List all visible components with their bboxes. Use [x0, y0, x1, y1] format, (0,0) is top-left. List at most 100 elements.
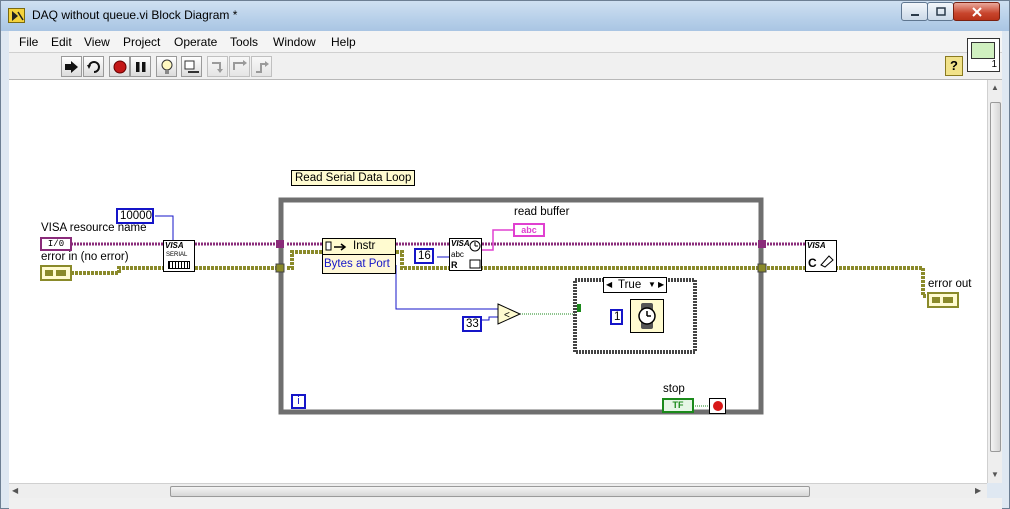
context-help-button[interactable]: ? [945, 56, 963, 76]
scroll-left-icon[interactable]: ◀ [12, 486, 19, 495]
wires-layer: < [71, 197, 927, 415]
timeout-constant[interactable]: 10000 [116, 208, 154, 224]
close-button[interactable] [953, 2, 1000, 21]
error-out-indicator[interactable] [927, 292, 959, 308]
highlight-execution-button[interactable] [156, 56, 177, 77]
wristwatch-icon [638, 303, 656, 329]
visa-read-r-label: R [451, 260, 458, 270]
vertical-scrollbar[interactable]: ▲ ▼ [987, 80, 1002, 483]
menu-operate[interactable]: Operate [174, 35, 218, 49]
step-over-icon [232, 59, 247, 70]
visa-read-abc-label: abc [451, 250, 464, 259]
title-bar: DAQ without queue.vi Block Diagram * [1, 1, 1009, 31]
visa-configure-serial-port-node[interactable]: VISA SERIAL [163, 240, 195, 272]
stop-if-true-icon [712, 401, 723, 411]
iteration-terminal[interactable]: i [291, 394, 306, 409]
close-icon [971, 6, 982, 17]
pause-icon [135, 61, 145, 72]
svg-text:<: < [504, 310, 510, 321]
run-continuously-button[interactable] [83, 56, 104, 77]
scroll-up-icon[interactable]: ▲ [991, 83, 999, 92]
abort-button[interactable] [109, 56, 130, 77]
menu-bar: File Edit View Project Operate Tools Win… [9, 31, 1002, 53]
property-key-icon [325, 241, 347, 251]
minimize-icon [910, 13, 919, 16]
run-continuously-icon [86, 60, 100, 73]
error-cluster-icon [45, 270, 66, 276]
wait-ms-constant[interactable]: 1 [610, 309, 623, 325]
visa-close-c-label: C [808, 256, 817, 270]
visa-close-node[interactable]: VISA C [805, 240, 837, 272]
error-cluster-icon [932, 297, 953, 303]
serial-label: SERIAL [166, 252, 188, 258]
property-class-label: Instr [353, 240, 376, 252]
case-selector-label: True [618, 279, 642, 291]
bytes-to-read-constant[interactable]: 16 [414, 248, 434, 264]
visa-configure-node-label: VISA [165, 241, 184, 250]
vi-icon-number: 1 [991, 59, 997, 70]
menu-view[interactable]: View [84, 35, 110, 49]
step-out-icon [255, 60, 269, 73]
minimize-button[interactable] [901, 2, 928, 21]
menu-edit[interactable]: Edit [51, 35, 72, 49]
stop-label: stop [663, 383, 685, 395]
menu-help[interactable]: Help [331, 35, 356, 49]
serial-device-icon [469, 259, 481, 269]
abort-icon [113, 60, 126, 73]
labview-app-icon [8, 8, 25, 23]
maximize-icon [935, 6, 946, 16]
close-session-icon [820, 255, 834, 268]
vertical-scroll-thumb[interactable] [990, 102, 1001, 452]
case-dropdown-icon[interactable]: ▼ [648, 280, 656, 289]
compare-constant[interactable]: 33 [462, 316, 482, 332]
status-bar [9, 498, 1002, 509]
case-prev-icon[interactable]: ◀ [606, 280, 613, 289]
run-button[interactable] [61, 56, 82, 77]
property-item-bytes-at-port[interactable]: Bytes at Port [324, 258, 390, 270]
error-in-terminal[interactable] [40, 265, 72, 281]
read-buffer-indicator[interactable]: abc [513, 223, 545, 237]
step-over-button[interactable] [229, 56, 250, 77]
visa-read-node[interactable]: VISA abc R [449, 238, 482, 271]
retain-wire-values-icon [184, 60, 199, 73]
case-selector[interactable]: ◀ True ▼ ▶ [603, 277, 667, 293]
visa-close-node-label: VISA [807, 241, 826, 250]
block-diagram-canvas[interactable]: < VISA resource name I/0 error in (no er… [9, 80, 987, 483]
error-out-label: error out [928, 278, 972, 290]
vi-icon[interactable]: 1 [967, 38, 1000, 72]
property-node-header: Instr [323, 239, 395, 255]
pause-button[interactable] [130, 56, 151, 77]
loop-condition-terminal[interactable] [709, 398, 726, 414]
property-node[interactable]: Instr Bytes at Port [322, 238, 396, 274]
wait-ms-function[interactable] [630, 299, 664, 333]
horizontal-scroll-thumb[interactable] [170, 486, 810, 497]
lightbulb-icon [161, 59, 172, 74]
retain-wire-values-button[interactable] [181, 56, 202, 77]
clock-icon [469, 240, 481, 252]
vi-icon-graph [971, 42, 995, 59]
horizontal-scrollbar[interactable]: ◀ ▶ [9, 483, 987, 498]
menu-tools[interactable]: Tools [230, 35, 259, 49]
loop-label: Read Serial Data Loop [291, 170, 416, 186]
scroll-right-icon[interactable]: ▶ [975, 486, 982, 495]
toolbar [9, 53, 1002, 80]
window-title: DAQ without queue.vi Block Diagram * [32, 8, 238, 22]
step-out-button[interactable] [251, 56, 272, 77]
step-into-icon [211, 61, 223, 73]
less-than-function[interactable] [498, 304, 520, 324]
menu-window[interactable]: Window [273, 35, 316, 49]
error-in-label: error in (no error) [41, 251, 129, 263]
visa-read-node-label: VISA [451, 239, 470, 248]
visa-resource-label: VISA resource name [41, 222, 147, 234]
visa-resource-terminal[interactable]: I/0 [40, 237, 72, 251]
menu-file[interactable]: File [19, 35, 39, 49]
maximize-button[interactable] [927, 2, 954, 21]
run-arrow-icon [64, 60, 78, 73]
step-into-button[interactable] [207, 56, 228, 77]
serial-port-icon [168, 261, 190, 269]
case-next-icon[interactable]: ▶ [658, 280, 665, 289]
menu-project[interactable]: Project [123, 35, 161, 49]
stop-terminal[interactable]: TF [662, 398, 694, 413]
scroll-down-icon[interactable]: ▼ [991, 470, 999, 479]
